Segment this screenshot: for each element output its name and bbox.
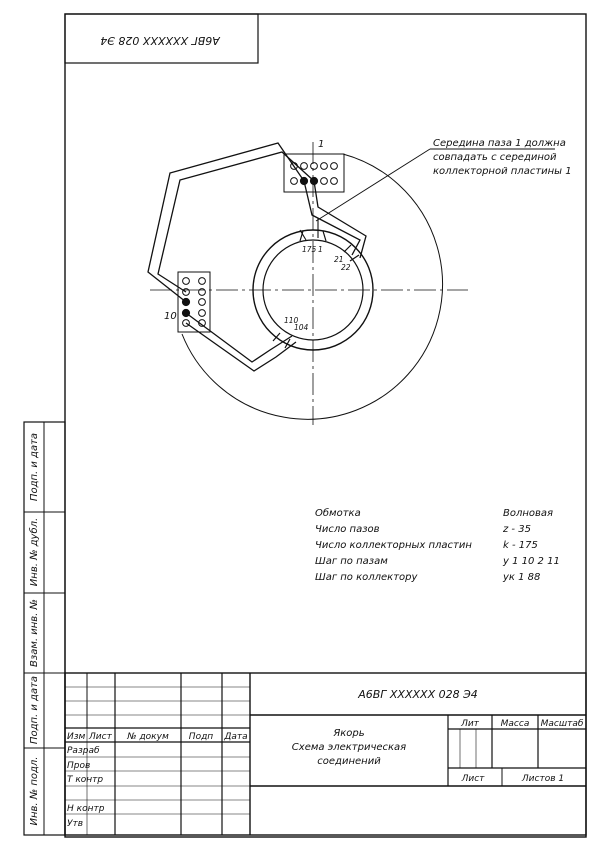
spec-label: Число коллекторных пластин — [315, 540, 472, 551]
header-box — [64, 13, 259, 64]
role-label: Разраб — [67, 746, 100, 756]
spec-value: k - 175 — [503, 540, 538, 551]
role-label: Утв — [67, 819, 83, 829]
col-header: Лист — [88, 732, 113, 742]
slot-group-left — [177, 271, 211, 333]
side-label: Взам. инв. № — [29, 599, 40, 667]
spec-label: Шаг по пазам — [315, 556, 388, 567]
col-header: Дата — [223, 732, 247, 742]
commutator-label: 21 — [334, 255, 344, 264]
header-code: А6ВГ XXXXXX 028 Э4 — [100, 34, 221, 47]
role-label: Н контр — [67, 804, 105, 814]
side-label: Инв. № дубл. — [28, 518, 40, 586]
drawing-title: соединений — [317, 756, 381, 767]
commutator-label: 175 — [302, 245, 317, 254]
armature-outline — [181, 153, 443, 420]
role-label: Пров — [67, 761, 90, 771]
commutator-label: 1 — [318, 245, 323, 254]
lit-label: Лит — [460, 719, 480, 729]
side-label: Инв. № подл. — [29, 757, 40, 826]
commutator-outer — [252, 229, 374, 351]
side-label: Подп. и дата — [29, 433, 40, 501]
drawing-title: Якорь — [332, 728, 364, 739]
drawing-title: Схема электрическая — [292, 742, 406, 753]
commutator-inner — [262, 239, 364, 341]
commutator-label: 104 — [294, 323, 309, 332]
callout-line: совпадать с серединой — [433, 152, 557, 163]
callout-line: коллекторной пластины 1 — [433, 166, 572, 177]
title-block-code: А6ВГ XXXXXX 028 Э4 — [357, 688, 478, 701]
mass-label: Масса — [501, 719, 530, 729]
commutator-label: 22 — [341, 263, 351, 272]
winding-specs: Обмотка Волновая Число пазов z - 35 Числ… — [315, 507, 560, 583]
winding-diagram: 1 10 175 1 21 22 110 104 Середина паза 1… — [147, 138, 572, 425]
title-block: А6ВГ XXXXXX 028 Э4 Изм Лист № докум Подп… — [64, 672, 587, 836]
col-header: № докум — [126, 732, 169, 742]
slot-group-top — [283, 153, 345, 193]
spec-label: Обмотка — [315, 507, 361, 519]
side-strip: Подп. и дата Инв. № дубл. Взам. инв. № П… — [23, 421, 66, 836]
spec-value: z - 35 — [502, 524, 531, 535]
role-label: Т контр — [67, 775, 103, 785]
spec-label: Шаг по коллектору — [315, 572, 419, 583]
spec-value: yк 1 88 — [502, 572, 540, 583]
sheets-label: Листов 1 — [521, 774, 564, 784]
slot-label-left: 10 — [164, 311, 177, 322]
spec-value: y 1 10 2 11 — [502, 556, 560, 567]
spec-label: Число пазов — [315, 524, 380, 535]
sheet-label: Лист — [461, 774, 486, 784]
commutator-label: 110 — [284, 316, 299, 325]
scale-label: Масштаб — [541, 719, 584, 729]
col-header: Подп — [189, 732, 213, 742]
callout-line: Середина паза 1 должна — [433, 138, 566, 149]
spec-value: Волновая — [503, 508, 553, 519]
col-header: Изм — [67, 732, 86, 742]
slot-label-top: 1 — [318, 139, 324, 150]
side-label: Подп. и дата — [29, 676, 40, 744]
